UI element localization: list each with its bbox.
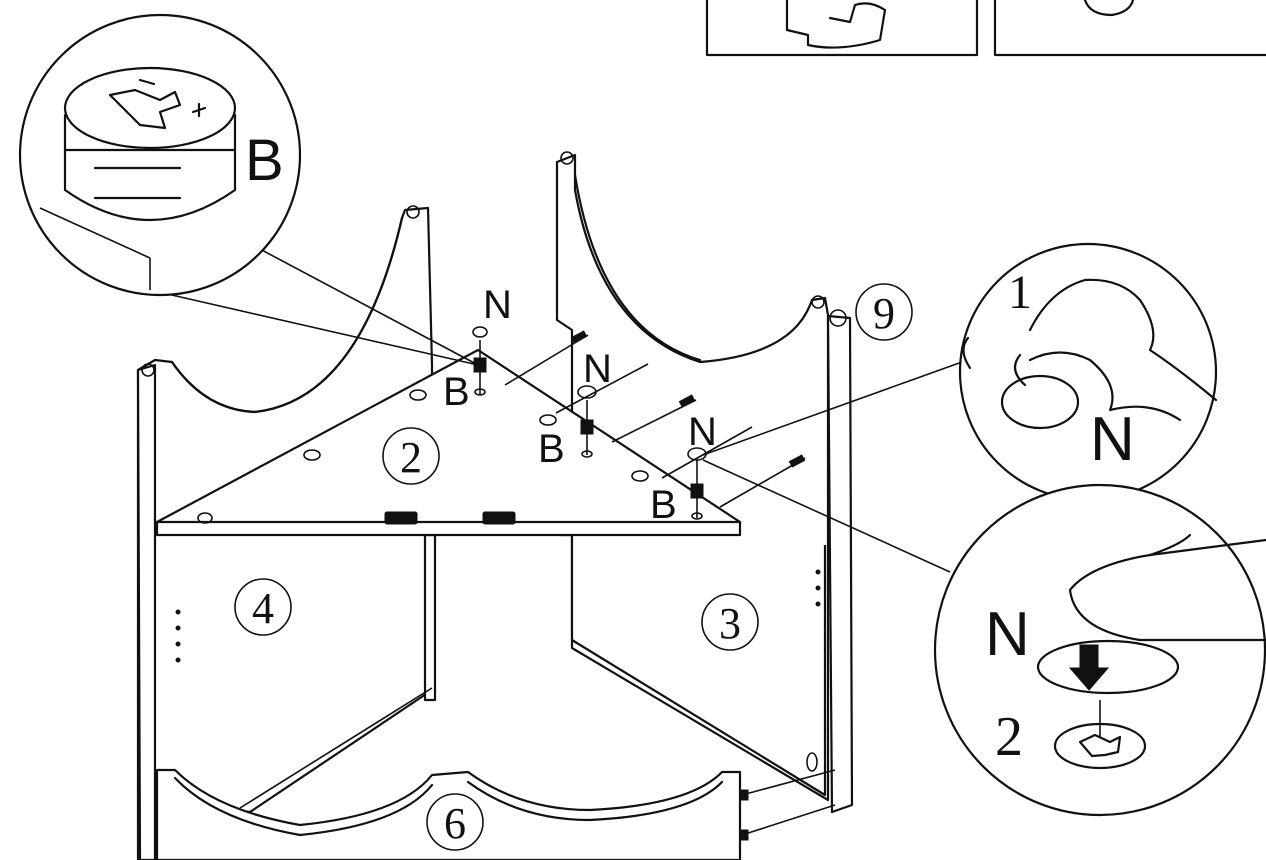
cap-label-3: N [688, 410, 717, 454]
part-numbers: 2 3 4 6 9 [234, 283, 913, 851]
press-cap-label: N [985, 600, 1030, 669]
callout-labels: N B N B N B [443, 283, 717, 527]
shelf [155, 348, 742, 537]
cam-lock-label-2: B [538, 427, 565, 471]
part-number-right-panel: 3 [701, 593, 759, 651]
press-step-number: 2 [995, 706, 1023, 768]
bottom-rail [155, 687, 836, 860]
peel-cap-inset: 1 N [958, 242, 1218, 502]
fittings [472, 326, 806, 520]
cap-label-2: N [583, 347, 612, 391]
leader-lines [149, 247, 963, 573]
cam-lock-label-3: B [650, 483, 677, 527]
part-number-shelf: 2 [382, 427, 440, 485]
svg-text:9: 9 [873, 289, 895, 338]
part-number-bottom-rail: 6 [426, 793, 484, 851]
inset-box-right [993, 0, 1266, 57]
svg-text:2: 2 [400, 433, 422, 482]
svg-text:6: 6 [444, 799, 466, 848]
cam-lock-detail-inset: B [18, 13, 302, 297]
right-panel [560, 309, 854, 814]
svg-text:3: 3 [719, 599, 741, 648]
inset-box-left [705, 0, 979, 57]
press-cap-inset: N 2 [933, 483, 1266, 817]
part-number-left-panel: 4 [234, 578, 292, 636]
peel-cap-label: N [1090, 405, 1135, 474]
cam-lock-label: B [245, 128, 284, 193]
cap-label-1: N [483, 283, 512, 327]
cam-lock-label-1: B [443, 370, 470, 414]
peel-step-number: 1 [1008, 266, 1032, 319]
part-number-back-post: 9 [855, 283, 913, 341]
svg-text:4: 4 [252, 584, 274, 633]
